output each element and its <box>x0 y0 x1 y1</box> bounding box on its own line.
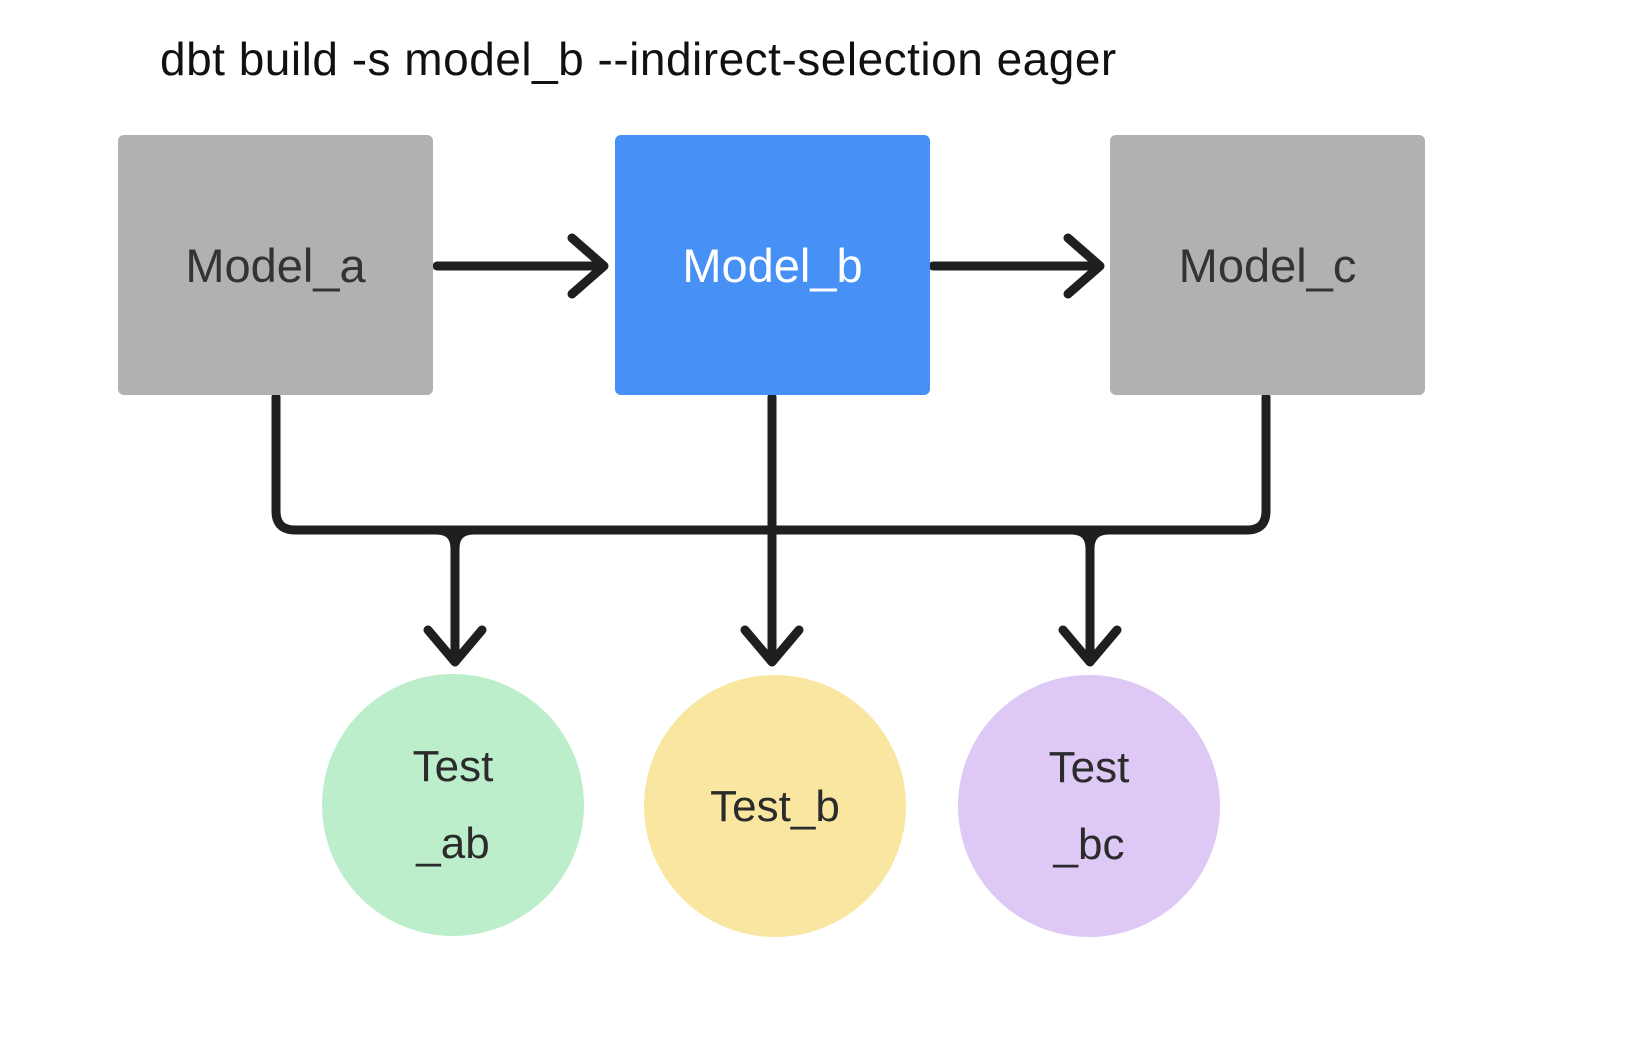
node-model-c-label: Model_c <box>1178 238 1357 292</box>
node-model-a-label: Model_a <box>185 238 366 292</box>
diagram-title: dbt build -s model_b --indirect-selectio… <box>160 33 1117 85</box>
node-test-bc: Test _bc <box>958 675 1220 937</box>
arrow-down-head-icon <box>740 625 804 667</box>
node-test-ab-label-line2: _ab <box>416 819 490 868</box>
node-test-b: Test_b <box>644 675 906 937</box>
edge-tree-models-to-tests <box>271 392 1271 667</box>
edge-model-b-to-model-c <box>928 233 1105 299</box>
node-model-b-label: Model_b <box>682 238 863 292</box>
arrow-right-head-icon <box>567 233 609 299</box>
model-a-drop-line <box>271 392 300 535</box>
node-test-bc-label-line1: Test <box>1048 743 1130 792</box>
arrow-down-head-icon <box>423 625 487 667</box>
edge-model-a-to-model-b <box>432 233 609 299</box>
model-c-drop-line <box>1242 392 1271 535</box>
node-test-ab-label-line1: Test <box>412 742 494 791</box>
node-model-a: Model_a <box>118 135 433 395</box>
arrow-down-head-icon <box>1058 625 1122 667</box>
arrow-right-head-icon <box>1063 233 1105 299</box>
node-model-b: Model_b <box>615 135 930 395</box>
node-model-c: Model_c <box>1110 135 1425 395</box>
node-test-bc-label-line2: _bc <box>1053 820 1125 869</box>
node-test-ab: Test _ab <box>322 674 584 936</box>
node-test-b-label: Test_b <box>710 781 840 831</box>
